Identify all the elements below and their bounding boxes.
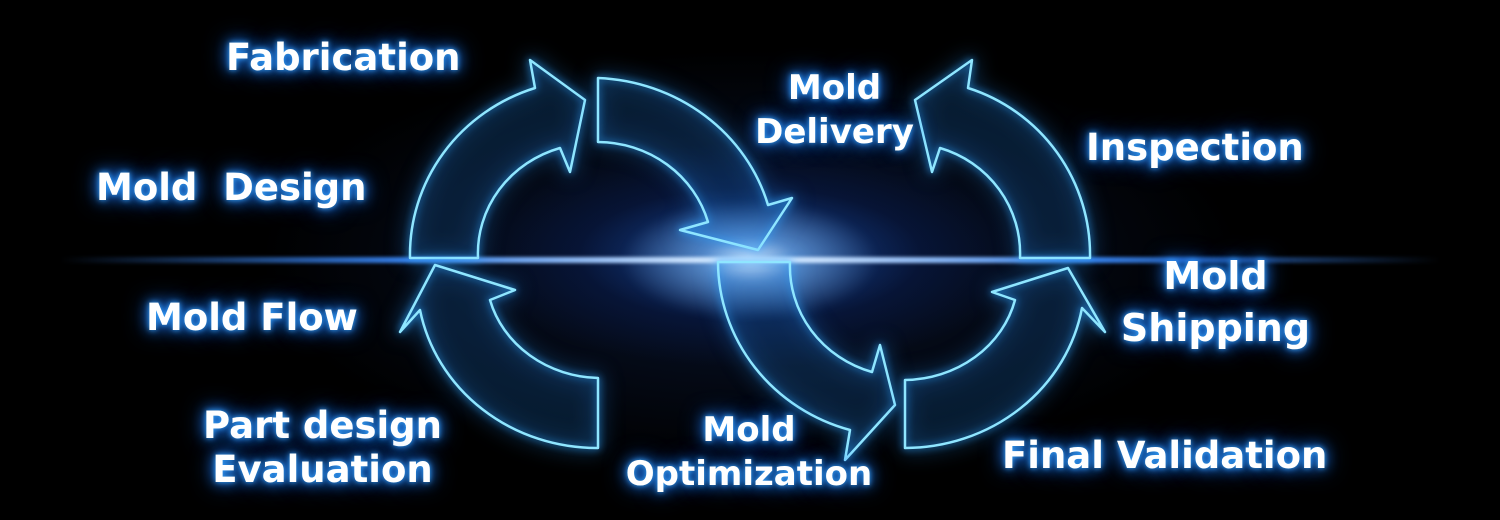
label-fabrication: Fabrication bbox=[226, 36, 461, 79]
label-part-design-line1: Part design bbox=[202, 404, 443, 447]
arrow-center-bottom bbox=[716, 260, 897, 462]
arrow-center-top bbox=[596, 76, 794, 252]
label-inspection: Inspection bbox=[1086, 126, 1304, 169]
label-mold-shipping-line2: Shipping bbox=[1120, 306, 1311, 350]
horizon-light-line bbox=[60, 257, 1440, 263]
label-mold-shipping: Mold Shipping bbox=[1118, 250, 1313, 354]
label-mold-optimization-line1: Mold bbox=[702, 410, 796, 450]
arrow-right-top bbox=[913, 58, 1092, 260]
label-mold-flow: Mold Flow bbox=[146, 296, 358, 339]
label-mold-shipping-line1: Mold bbox=[1163, 254, 1268, 298]
label-mold-delivery: Mold Delivery bbox=[752, 66, 917, 154]
label-mold-delivery-line2: Delivery bbox=[755, 112, 914, 152]
label-part-design-evaluation: Part design Evaluation bbox=[200, 404, 445, 492]
label-final-validation: Final Validation bbox=[1002, 434, 1328, 477]
label-mold-optimization-line2: Optimization bbox=[625, 454, 873, 494]
label-mold-delivery-line1: Mold bbox=[787, 68, 882, 108]
arrow-left-bottom bbox=[398, 263, 600, 450]
arrow-right-bottom bbox=[903, 266, 1107, 450]
label-mold-optimization: Mold Optimization bbox=[624, 408, 874, 496]
label-part-design-line2: Evaluation bbox=[212, 448, 433, 491]
label-mold-design: Mold Design bbox=[96, 166, 367, 209]
arrow-left-top bbox=[408, 58, 587, 260]
